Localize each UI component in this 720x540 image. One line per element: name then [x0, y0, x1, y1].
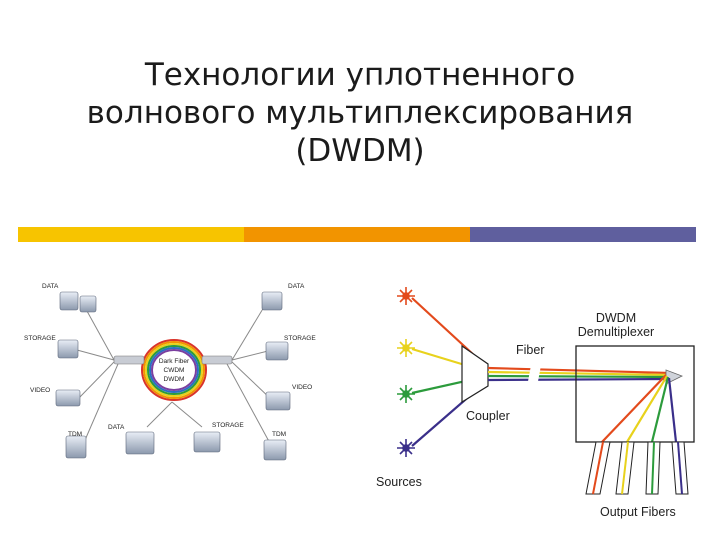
- video-icon-left: [55, 389, 81, 407]
- dwdm-diagram: Fiber DWDM Demultiplexer Coupler Sources…: [376, 287, 695, 519]
- label-data-bottom: DATA: [108, 424, 125, 431]
- network-diagram: Dark Fiber CWDM DWDM DATA STORAGE VIDEO …: [24, 283, 316, 461]
- left-mux: [113, 355, 145, 365]
- fiber-label: Fiber: [516, 343, 544, 357]
- demux-label-1: DWDM: [596, 311, 636, 325]
- center-label-3: DWDM: [164, 376, 185, 383]
- label-tdm-right: TDM: [272, 431, 286, 438]
- center-label-1: Dark Fiber: [159, 358, 190, 365]
- fiber-break: [526, 360, 542, 392]
- title-line-2: волнового мультиплексирования: [86, 95, 634, 131]
- source-stars: [397, 287, 415, 457]
- coupler-label: Coupler: [466, 409, 510, 423]
- coupler-icon: [461, 344, 489, 404]
- tdm-icon-left: [65, 435, 87, 459]
- accent-bar-purple: [470, 227, 696, 242]
- right-mux: [201, 355, 233, 365]
- label-data-right: DATA: [288, 283, 305, 290]
- storage-icon-bottom: [193, 431, 221, 453]
- data-server-icon-right: [261, 291, 283, 311]
- sources-label: Sources: [376, 475, 422, 489]
- accent-bar-orange: [244, 227, 470, 242]
- label-video-right: VIDEO: [292, 384, 312, 391]
- data-server-icon-bottom: [125, 431, 155, 455]
- label-video-left: VIDEO: [30, 387, 50, 394]
- title-line-3: (DWDM): [295, 133, 425, 169]
- storage-icon-left: [57, 339, 79, 359]
- demux-label-2: Demultiplexer: [578, 325, 654, 339]
- demux-box: [575, 345, 695, 443]
- data-server-icon-left: [59, 291, 79, 311]
- label-storage-left: STORAGE: [24, 335, 56, 342]
- accent-bar-yellow: [18, 227, 244, 242]
- label-storage-right: STORAGE: [284, 335, 316, 342]
- title-line-1: Технологии уплотненного: [144, 57, 576, 93]
- output-fibers-label: Output Fibers: [600, 505, 676, 519]
- slide-title: Технологии уплотненного волнового мульти…: [40, 56, 680, 170]
- label-data-left: DATA: [42, 283, 59, 290]
- storage-icon-right: [265, 341, 289, 361]
- label-storage-bottom: STORAGE: [212, 422, 244, 429]
- tdm-icon-right: [263, 439, 287, 461]
- center-label-2: CWDM: [164, 367, 185, 374]
- video-icon-right: [265, 391, 291, 411]
- label-tdm-left: TDM: [68, 431, 82, 438]
